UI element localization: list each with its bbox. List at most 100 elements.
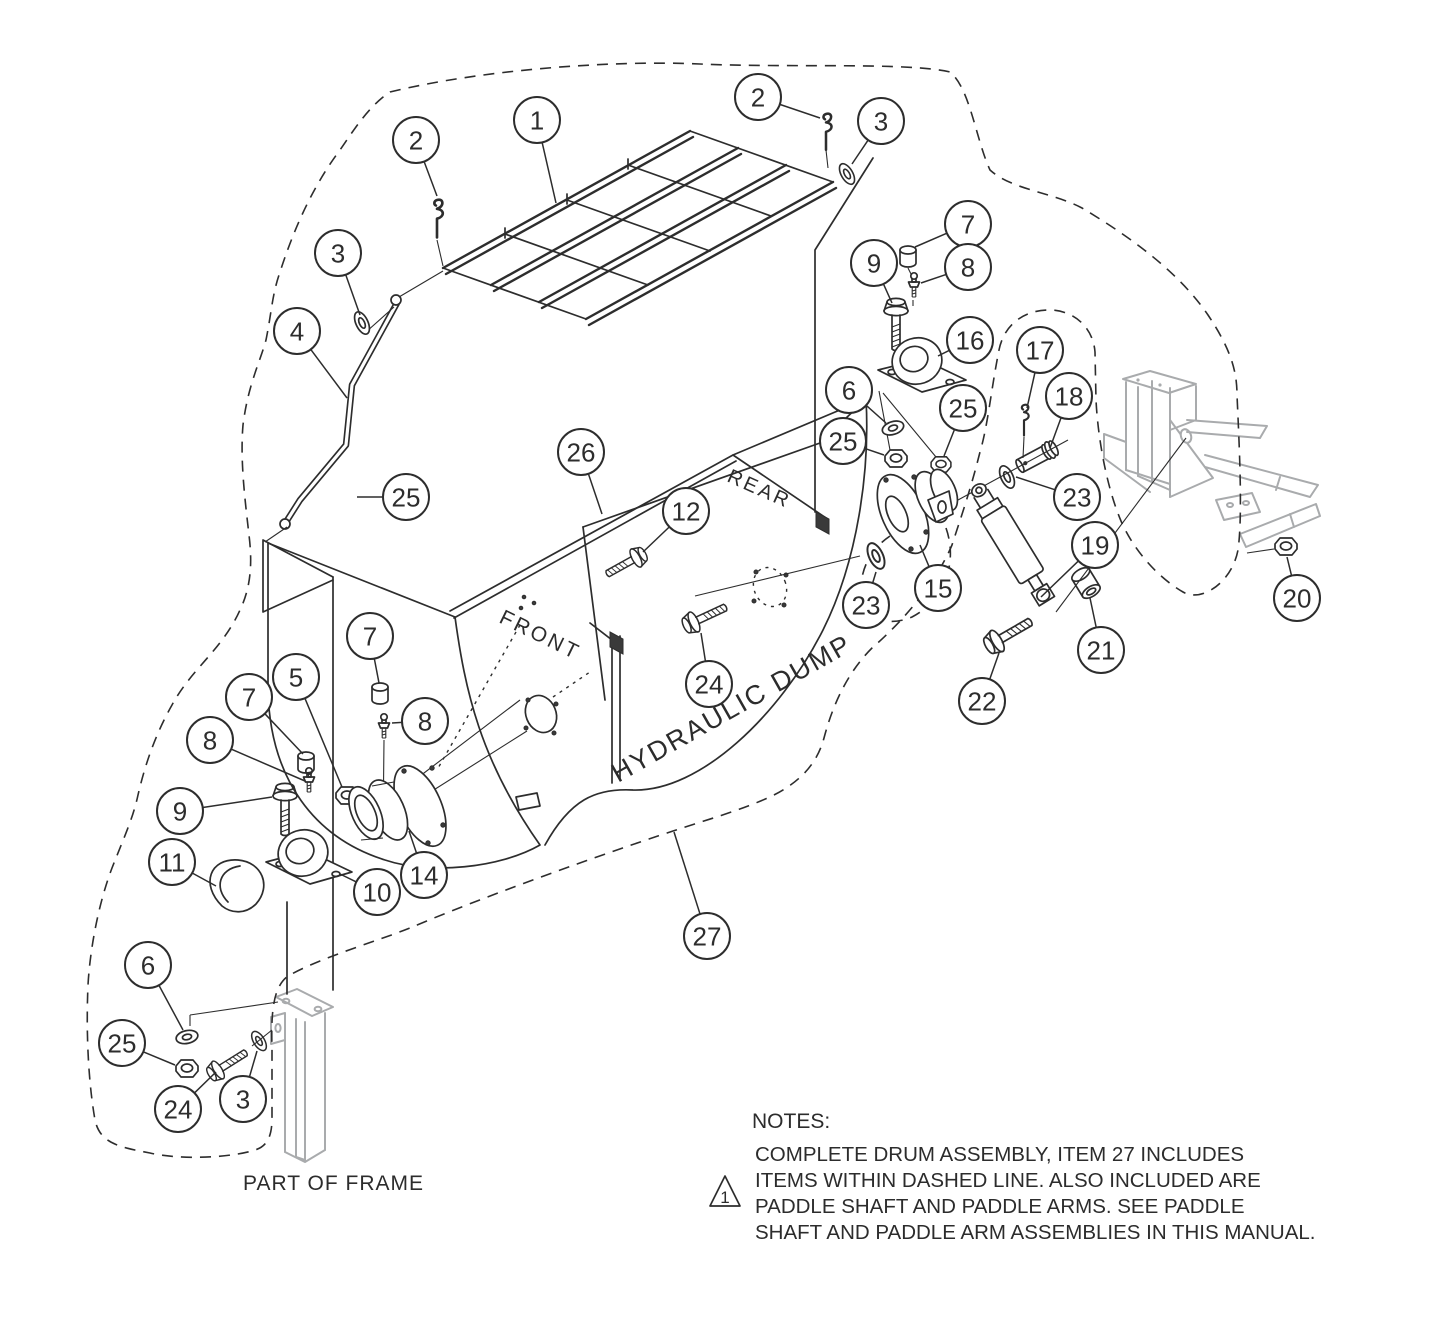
callout-22: 22 — [958, 652, 1006, 725]
drum-screen-grate — [441, 129, 838, 327]
svg-text:26: 26 — [567, 437, 596, 467]
callout-24: 24 — [685, 632, 733, 708]
callout-9: 9 — [850, 239, 898, 304]
callout-8: 8 — [391, 697, 449, 745]
svg-text:1: 1 — [530, 105, 544, 135]
callout-8: 8 — [186, 716, 306, 782]
callout-25: 25 — [819, 417, 885, 465]
callout-10: 10 — [339, 868, 401, 916]
callout-15: 15 — [914, 544, 962, 612]
callout-26: 26 — [557, 428, 605, 515]
callout-3: 3 — [314, 229, 362, 316]
notes-line-1: COMPLETE DRUM ASSEMBLY, ITEM 27 INCLUDES — [755, 1143, 1244, 1166]
notes-line-3: PADDLE SHAFT AND PADDLE ARMS. SEE PADDLE — [755, 1195, 1245, 1218]
callout-25: 25 — [357, 473, 430, 521]
callout-20: 20 — [1273, 556, 1321, 622]
callout-7: 7 — [225, 673, 304, 755]
grate-fasteners — [350, 112, 874, 513]
svg-text:7: 7 — [961, 209, 975, 239]
svg-text:23: 23 — [852, 590, 881, 620]
svg-text:21: 21 — [1087, 635, 1116, 665]
pivot-arm-rod — [264, 270, 444, 543]
callout-3: 3 — [851, 97, 905, 165]
callout-3: 3 — [219, 1050, 267, 1123]
svg-text:14: 14 — [410, 860, 439, 890]
svg-text:17: 17 — [1026, 335, 1055, 365]
callout-12: 12 — [642, 487, 710, 553]
note-flag-number: 1 — [720, 1188, 729, 1207]
note-flag-triangle-icon — [709, 1175, 741, 1207]
svg-text:3: 3 — [874, 106, 888, 136]
svg-text:15: 15 — [924, 573, 953, 603]
callout-25: 25 — [98, 1019, 176, 1067]
callout-4: 4 — [273, 307, 348, 399]
svg-text:8: 8 — [203, 725, 217, 755]
callout-2: 2 — [734, 73, 821, 121]
callout-23: 23 — [842, 571, 890, 629]
callout-7: 7 — [914, 200, 992, 248]
svg-text:27: 27 — [693, 921, 722, 951]
rear-hub-and-cylinder-group — [862, 403, 1298, 659]
svg-text:10: 10 — [363, 877, 392, 907]
frame-mount-fasteners — [174, 1001, 279, 1086]
callout-9: 9 — [156, 787, 273, 835]
callout-8: 8 — [920, 243, 992, 291]
notes-line-4: SHAFT AND PADDLE ARM ASSEMBLIES IN THIS … — [755, 1221, 1316, 1244]
frame-post — [270, 988, 334, 1163]
svg-text:11: 11 — [159, 847, 186, 877]
callout-27: 27 — [673, 831, 731, 960]
callout-21: 21 — [1077, 597, 1125, 674]
svg-text:5: 5 — [289, 662, 303, 692]
callout-19: 19 — [1040, 521, 1119, 598]
label-part-of-frame: PART OF FRAME — [243, 1172, 424, 1195]
svg-text:8: 8 — [418, 706, 432, 736]
svg-text:22: 22 — [968, 686, 997, 716]
svg-text:20: 20 — [1283, 583, 1312, 613]
svg-text:6: 6 — [842, 375, 856, 405]
svg-text:25: 25 — [392, 482, 421, 512]
svg-text:12: 12 — [672, 496, 701, 526]
callout-6: 6 — [124, 941, 184, 1031]
callout-11: 11 — [148, 838, 217, 887]
callout-2: 2 — [392, 116, 440, 197]
svg-text:6: 6 — [141, 950, 155, 980]
svg-text:25: 25 — [829, 426, 858, 456]
front-bearing-group — [209, 682, 447, 913]
rear-bearing-group — [877, 245, 967, 473]
svg-text:7: 7 — [242, 682, 256, 712]
notes-block: NOTES: COMPLETE DRUM ASSEMBLY, ITEM 27 I… — [709, 1110, 1316, 1244]
callout-25: 25 — [939, 384, 987, 457]
callout-16: 16 — [937, 316, 994, 364]
svg-text:4: 4 — [290, 316, 304, 346]
svg-text:9: 9 — [173, 796, 187, 826]
svg-text:23: 23 — [1063, 482, 1092, 512]
svg-text:16: 16 — [956, 325, 985, 355]
svg-text:25: 25 — [108, 1028, 137, 1058]
svg-text:3: 3 — [236, 1084, 250, 1114]
svg-text:7: 7 — [363, 621, 377, 651]
notes-heading: NOTES: — [752, 1110, 830, 1133]
svg-text:2: 2 — [751, 82, 765, 112]
callout-18: 18 — [1045, 372, 1093, 449]
svg-text:19: 19 — [1081, 530, 1110, 560]
callout-23: 23 — [1015, 473, 1101, 521]
svg-text:2: 2 — [409, 125, 423, 155]
drum-bolts — [600, 543, 732, 638]
drum-weldment — [262, 398, 868, 995]
drum-assembly-dashed-boundary — [86, 62, 1242, 1159]
callout-5: 5 — [272, 653, 343, 788]
callout-7: 7 — [346, 612, 394, 684]
svg-text:24: 24 — [695, 669, 724, 699]
svg-text:24: 24 — [164, 1094, 193, 1124]
callout-6: 6 — [825, 366, 887, 424]
svg-text:18: 18 — [1055, 381, 1084, 411]
svg-text:3: 3 — [331, 238, 345, 268]
svg-text:9: 9 — [867, 248, 881, 278]
svg-text:25: 25 — [949, 393, 978, 423]
callout-24: 24 — [154, 1071, 217, 1133]
callout-1: 1 — [513, 96, 561, 204]
label-hydraulic-dump: HYDRAULIC DUMP — [606, 629, 857, 789]
